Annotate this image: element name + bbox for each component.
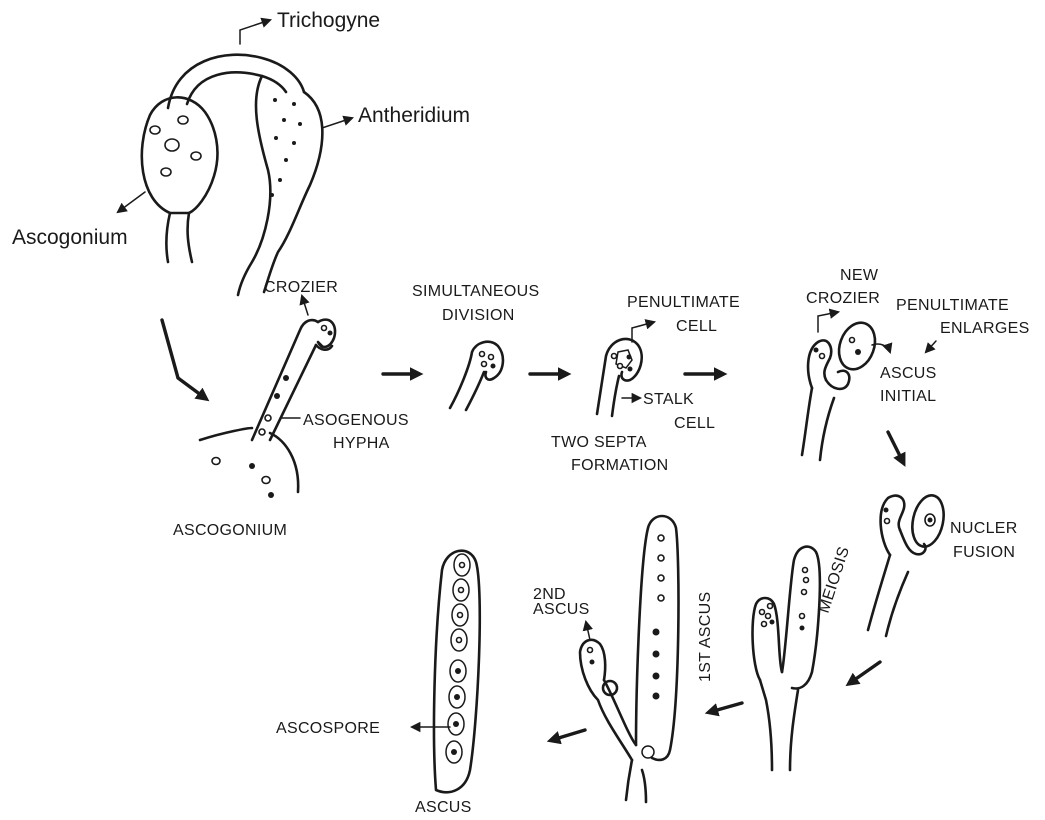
label-stalk-2: CELL [674, 415, 715, 432]
label-simultaneous-2: DIVISION [442, 307, 515, 324]
label-asogenous-2: HYPHA [333, 435, 390, 452]
label-trichogyne: Trichogyne [277, 9, 380, 32]
label-ascus-initial-1: ASCUS [880, 365, 937, 382]
label-meiosis: MEIOSIS [816, 545, 853, 616]
label-ascospore: ASCOSPORE [276, 720, 380, 737]
label-simultaneous-1: SIMULTANEOUS [412, 283, 539, 300]
mature-ascus-drawing [412, 551, 480, 793]
label-penultimate-enlarges-1: PENULTIMATE [896, 297, 1009, 314]
label-penultimate-enlarges-2: ENLARGES [940, 320, 1030, 337]
ascospores [446, 554, 470, 763]
label-two-septa-1: TWO SEPTA [551, 434, 647, 451]
simultaneous-division-drawing [450, 342, 503, 410]
label-asogenous-1: ASOGENOUS [303, 412, 409, 429]
label-nucler-fusion-1: NUCLER [950, 520, 1018, 537]
label-stalk-1: STALK [643, 391, 694, 408]
label-ascogonium-bottom: ASCOGONIUM [173, 522, 287, 539]
flow-arrow-7 [710, 703, 742, 712]
label-crozier: CROZIER [264, 279, 338, 296]
label-second-ascus-2: ASCUS [533, 601, 590, 618]
label-ascus-initial-2: INITIAL [880, 388, 936, 405]
label-two-septa-2: FORMATION [571, 457, 669, 474]
first-second-ascus-drawing [580, 516, 678, 802]
flow-arrow-5 [888, 432, 903, 462]
meiosis-drawing [753, 547, 820, 770]
new-crozier-drawing [802, 312, 936, 460]
label-antheridium: Antheridium [358, 104, 470, 127]
flow-arrow-8 [552, 730, 585, 740]
label-first-ascus: 1ST ASCUS [697, 592, 714, 682]
sex-organs-drawing [118, 20, 352, 295]
label-nucler-fusion-2: FUSION [953, 544, 1015, 561]
flow-arrow-1 [162, 320, 205, 398]
label-new-crozier-2: CROZIER [806, 290, 880, 307]
label-new-crozier-1: NEW [840, 267, 879, 284]
label-penultimate-1: PENULTIMATE [627, 294, 740, 311]
nuclear-fusion-drawing [868, 492, 948, 636]
ascogenous-hypha-drawing [200, 296, 335, 498]
label-penultimate-2: CELL [676, 318, 717, 335]
flow-arrow-6 [850, 662, 880, 683]
label-ascus: ASCUS [415, 799, 472, 816]
label-ascogonium-top: Ascogonium [12, 226, 128, 249]
